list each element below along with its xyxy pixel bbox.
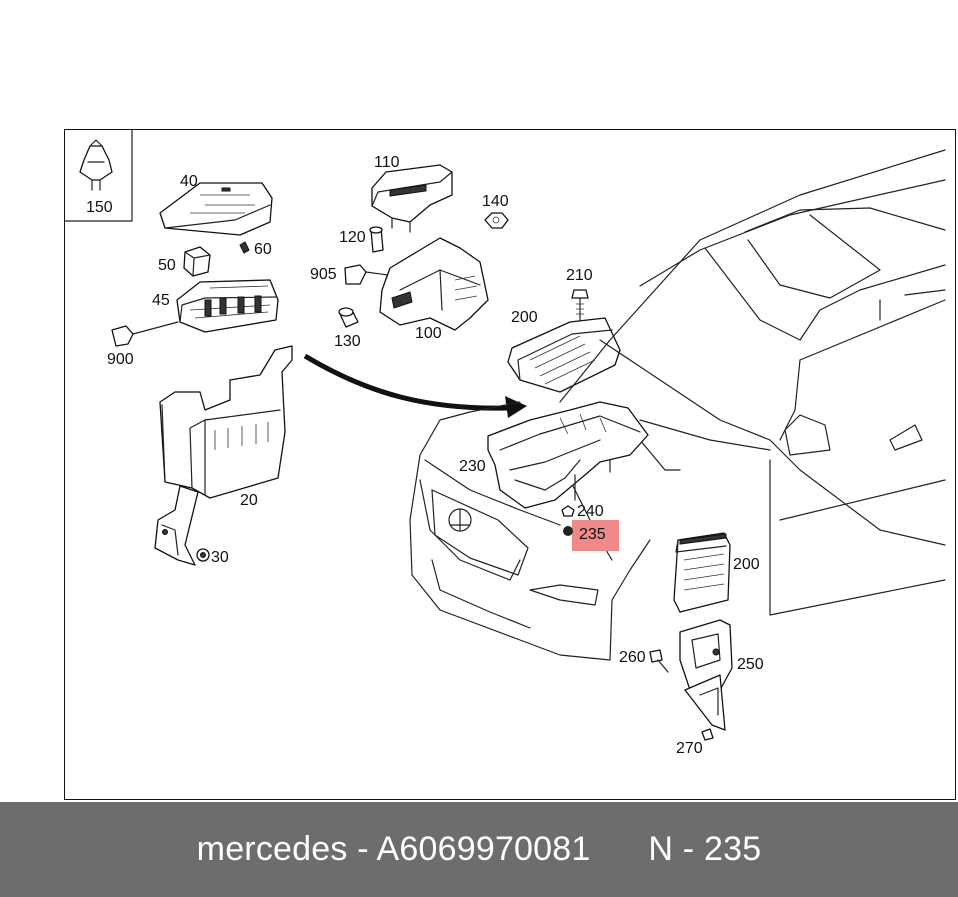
inset-box-150 [64,129,133,222]
part-240-nut [561,505,575,517]
part-60-fuse [239,241,250,254]
callout-250: 250 [737,656,764,673]
part-130-plug [338,307,359,328]
position-number: 235 [703,830,762,868]
part-number: A6069970081 [376,830,591,868]
part-20-housing [154,345,293,566]
part-45-block [176,279,279,333]
callout-20: 20 [240,492,258,509]
footer-caption: mercedes - A6069970081 N - 235 [197,830,762,869]
part-50-relay [183,246,211,277]
callout-100: 100 [415,325,442,342]
part-100-holder [379,237,489,331]
part-260-screw [649,649,669,673]
part-120-pin [369,226,384,253]
highlight-box-235 [572,520,619,551]
callout-40: 40 [180,173,198,190]
callout-60: 60 [254,241,272,258]
part-905-tag [344,264,389,285]
vehicle-outline [409,149,946,661]
callout-150: 150 [86,199,113,216]
part-40-cover [159,182,273,236]
part-200-ecu-lower [673,532,731,613]
part-250-bracket [679,619,733,731]
part-140-nut [484,212,509,229]
part-210-bolt [571,289,589,321]
callout-210: 210 [566,267,593,284]
callout-120: 120 [339,229,366,246]
callout-110: 110 [374,154,400,171]
brand-name: mercedes [196,830,348,868]
footer-gap [591,830,649,868]
callout-45: 45 [152,292,170,309]
callout-270: 270 [676,740,703,757]
callout-130: 130 [334,333,361,350]
callout-140: 140 [482,193,509,210]
callout-230: 230 [459,458,486,475]
part-235-nut [563,526,573,536]
part-30-nut [196,548,210,562]
footer-separator-2: - [673,830,704,868]
callout-260: 260 [619,649,646,666]
arrow-to-vehicle [303,353,527,418]
callout-235: 235 [579,526,606,543]
footer-bar: mercedes - A6069970081 N - 235 [0,802,958,897]
part-200-ecu-upper [507,317,621,393]
callout-900: 900 [107,351,134,368]
footer-separator: - [347,830,377,868]
callout-905: 905 [310,266,337,283]
callout-240: 240 [577,503,604,520]
part-230-tray [487,401,649,509]
callout-50: 50 [158,257,176,274]
callout-200-upper: 200 [511,309,538,326]
part-110-connector [371,164,453,233]
parts-diagram: 150 40 50 60 45 900 20 30 110 140 120 90… [64,129,946,757]
position-label: N [648,830,674,868]
callout-30: 30 [211,549,229,566]
part-900-tag [111,321,179,347]
part-270-screw [701,728,714,741]
callout-200-lower: 200 [733,556,760,573]
